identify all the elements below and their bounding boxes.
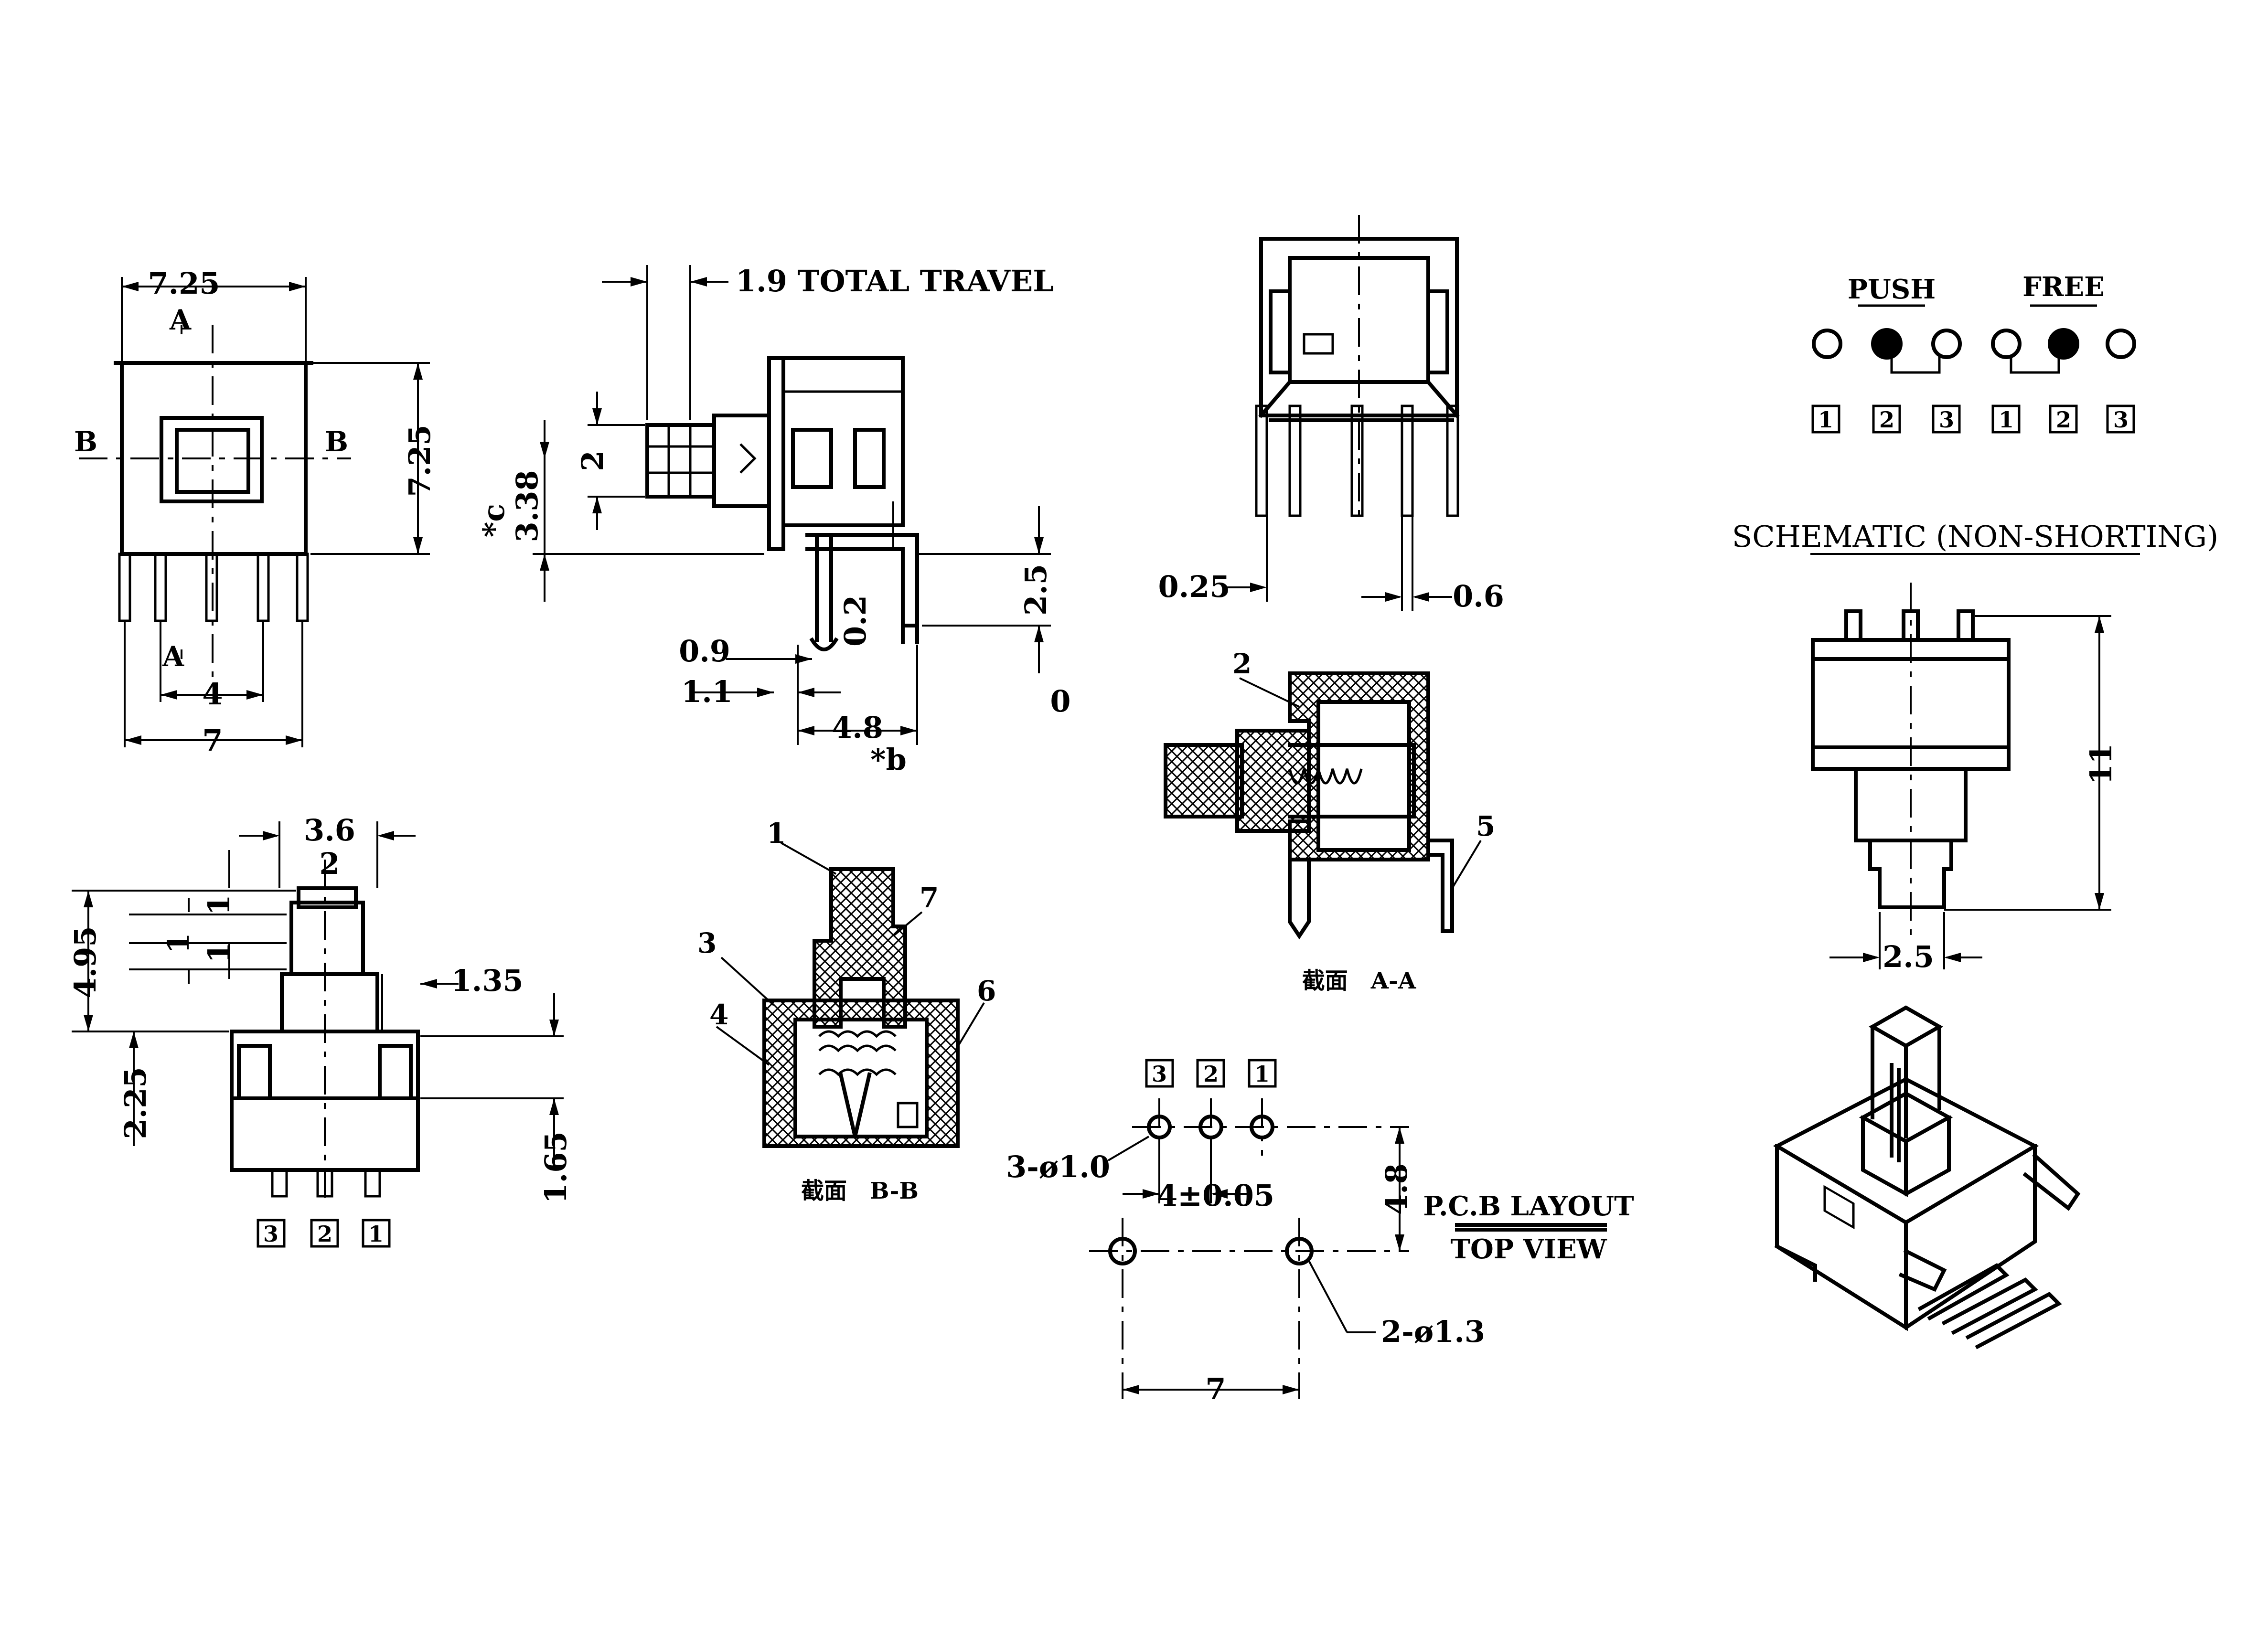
rear-view: 0.25 0.6 [1158, 215, 1504, 614]
pcb-hole-3-d1-0: 3-ø1.0 [1006, 1149, 1110, 1184]
pcb-pitch-4: 4±0.05 [1157, 1178, 1274, 1213]
section-label-b-b: 截面 B-B [801, 1178, 919, 1204]
callout-1: 1 [767, 817, 786, 850]
callout-3: 3 [697, 927, 717, 959]
callout-7: 7 [920, 882, 939, 914]
section-label-a-a: 截面 A-A [1302, 967, 1416, 994]
dim-actuator-2: 2 [575, 450, 610, 471]
dim-3-38: 3.38 [510, 470, 545, 542]
pcb-layout: 3 2 1 3-ø1.0 4±0.05 4.8 7 2-ø1.3 P.C. [1006, 1059, 1634, 1406]
dim-1-a: 1 [202, 894, 236, 915]
side-view: 1.9 TOTAL TRAVEL 2 3.38 *c 2.5 0.2 0.9 1… [476, 264, 1071, 777]
dim-width-7-25: 7.25 [148, 266, 220, 301]
dim-1-35: 1.35 [451, 963, 523, 998]
pcb-pin-label-3: 3 [1152, 1061, 1167, 1087]
dim-4-95: 4.95 [68, 926, 103, 998]
section-mark-b-left: B [74, 425, 97, 458]
dim-0-2: 0.2 [838, 595, 873, 647]
dim-0-25: 0.25 [1158, 569, 1230, 604]
callout-6: 6 [977, 975, 996, 1007]
pcb-top-view-title: TOP VIEW [1450, 1233, 1607, 1265]
dim-2-5: 2.5 [1018, 564, 1053, 616]
dim-1-65: 1.65 [538, 1131, 573, 1203]
pcb-dim-4-8: 4.8 [1379, 1163, 1414, 1215]
dim-total-travel: 1.9 TOTAL TRAVEL [736, 264, 1054, 298]
note-star-b: *b [870, 742, 907, 777]
push-pin-1: 1 [1818, 407, 1833, 433]
schematic: PUSH FREE 1 2 3 1 2 3 SCHEMATIC (NON-SHO… [1732, 271, 2218, 555]
dim-1-1: 1.1 [681, 674, 733, 709]
section-mark-a-bottom: A [162, 640, 184, 673]
push-pin-2: 2 [1879, 407, 1894, 433]
callout-4: 4 [709, 999, 728, 1031]
callout-5: 5 [1476, 810, 1495, 842]
dim-4-8: 4.8 [832, 710, 883, 745]
isometric-view [1773, 1005, 2081, 1350]
section-mark-b-right: B [325, 425, 348, 458]
front-view: 7.25 7.25 4 7 A A B B [74, 266, 437, 758]
dim-height-7-25: 7.25 [402, 425, 437, 497]
dim-width-7: 7 [202, 723, 223, 758]
pcb-pin-label-2: 2 [1203, 1061, 1219, 1087]
pcb-pin-label-1: 1 [1254, 1061, 1270, 1087]
dim-1-c: 1 [202, 942, 236, 963]
schematic-push-label: PUSH [1848, 274, 1936, 305]
dim-stem-2-5: 2.5 [1883, 939, 1934, 974]
height-view: 11 2.5 [1811, 583, 2118, 974]
schematic-free-label: FREE [2022, 271, 2105, 303]
free-pin-2: 2 [2056, 407, 2071, 433]
free-pin-1: 1 [1999, 407, 2014, 433]
dim-pin-pitch-4: 4 [202, 677, 223, 712]
pin-label-front-1: 1 [368, 1221, 384, 1247]
pcb-hole-2-d1-3: 2-ø1.3 [1381, 1314, 1485, 1349]
dim-0-6: 0.6 [1453, 579, 1504, 614]
pin-label-front-3: 3 [263, 1221, 278, 1247]
dim-2-25: 2.25 [118, 1067, 153, 1139]
pin-label-front-2: 2 [317, 1221, 332, 1247]
dim-1-b: 1 [161, 933, 196, 953]
free-pin-3: 3 [2113, 407, 2129, 433]
dim-3-6: 3.6 [304, 813, 355, 848]
schematic-title: SCHEMATIC (NON-SHORTING) [1732, 519, 2218, 554]
section-a-a: 2 5 截面 A-A [1164, 648, 1495, 994]
push-pin-3: 3 [1939, 407, 1954, 433]
pcb-dim-7: 7 [1205, 1371, 1226, 1406]
section-mark-a-top: A [169, 304, 192, 336]
label-zero: 0 [1050, 684, 1070, 719]
callout-2: 2 [1232, 648, 1252, 680]
section-b-b: 1 7 3 4 6 截面 B-B [697, 817, 996, 1204]
note-star-c: *c [476, 504, 511, 537]
dim-2-top: 2 [319, 846, 340, 881]
pcb-layout-title: P.C.B LAYOUT [1423, 1191, 1634, 1222]
dim-0-9: 0.9 [679, 634, 730, 669]
dim-height-11: 11 [2084, 744, 2118, 785]
bottom-side-view: 3.6 2 1 1 1 4.95 1.35 2.25 1.65 3 2 1 [68, 813, 573, 1248]
